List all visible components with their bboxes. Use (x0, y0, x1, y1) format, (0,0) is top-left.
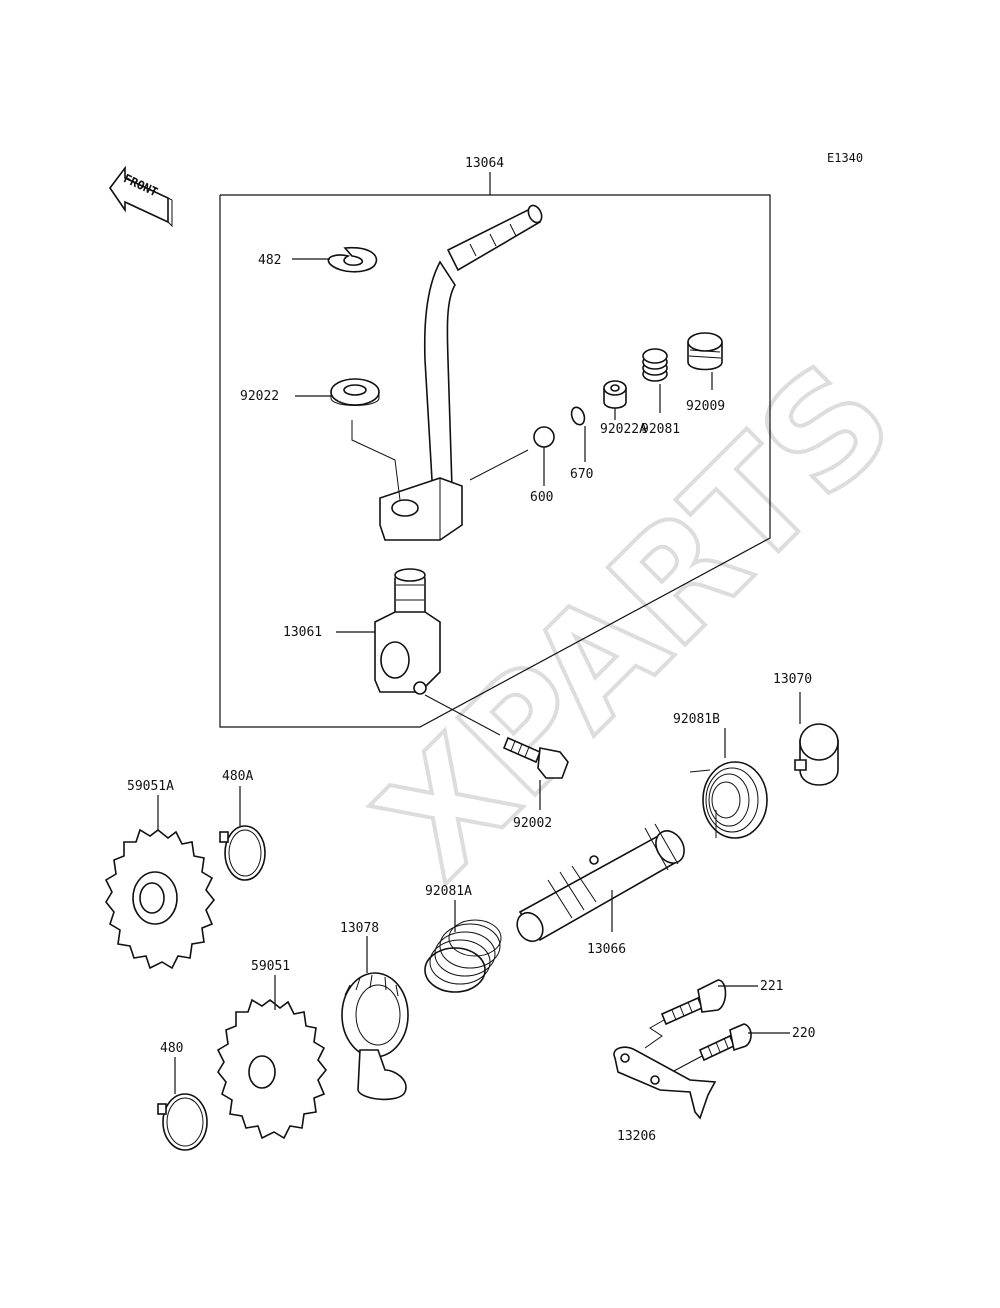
label-92002: 92002 (513, 816, 552, 831)
part-13070-collar (794, 723, 839, 786)
label-92081A: 92081A (425, 884, 472, 899)
label-220: 220 (792, 1026, 815, 1041)
label-92081: 92081 (641, 422, 680, 437)
label-59051: 59051 (251, 959, 290, 974)
part-482-circlip (327, 246, 378, 273)
label-670: 670 (570, 467, 593, 482)
part-92022A-washer (603, 380, 627, 409)
label-92022A: 92022A (600, 422, 647, 437)
part-92081A-spring (424, 919, 502, 993)
label-480A: 480A (222, 769, 253, 784)
part-13206-plate (613, 1046, 717, 1120)
part-92081-spring (642, 348, 668, 382)
label-92022: 92022 (240, 389, 279, 404)
part-92081B-spring (689, 761, 768, 839)
part-13066-shaft (516, 823, 685, 943)
label-480: 480 (160, 1041, 183, 1056)
part-221-screw (660, 979, 727, 1026)
part-92022-washer (330, 378, 380, 406)
part-600-ball (533, 426, 555, 448)
part-220-bolt (698, 1023, 752, 1062)
part-59051-gear (216, 998, 328, 1140)
diagram-code: E1340 (827, 151, 863, 165)
part-59051A-gear (104, 828, 216, 970)
label-13078: 13078 (340, 921, 379, 936)
label-13064: 13064 (465, 156, 504, 171)
label-13066: 13066 (587, 942, 626, 957)
part-92009-screw (687, 332, 723, 371)
label-221: 221 (760, 979, 783, 994)
part-92002-bolt (502, 736, 569, 779)
label-92081B: 92081B (673, 712, 720, 727)
label-13070: 13070 (773, 672, 812, 687)
label-482: 482 (258, 253, 281, 268)
label-92009: 92009 (686, 399, 725, 414)
front-arrow-icon: FRONT (109, 165, 173, 228)
label-13206: 13206 (617, 1129, 656, 1144)
part-480-circlip (157, 1093, 208, 1151)
part-13078-ratchet (341, 972, 409, 1101)
part-13061-lever (374, 568, 441, 695)
label-13061: 13061 (283, 625, 322, 640)
label-600: 600 (530, 490, 553, 505)
assembly-box-13064 (219, 194, 771, 728)
kick-pedal-arm (379, 204, 543, 541)
part-670-oring (570, 406, 586, 426)
label-59051A: 59051A (127, 779, 174, 794)
part-480A-circlip (219, 825, 266, 881)
